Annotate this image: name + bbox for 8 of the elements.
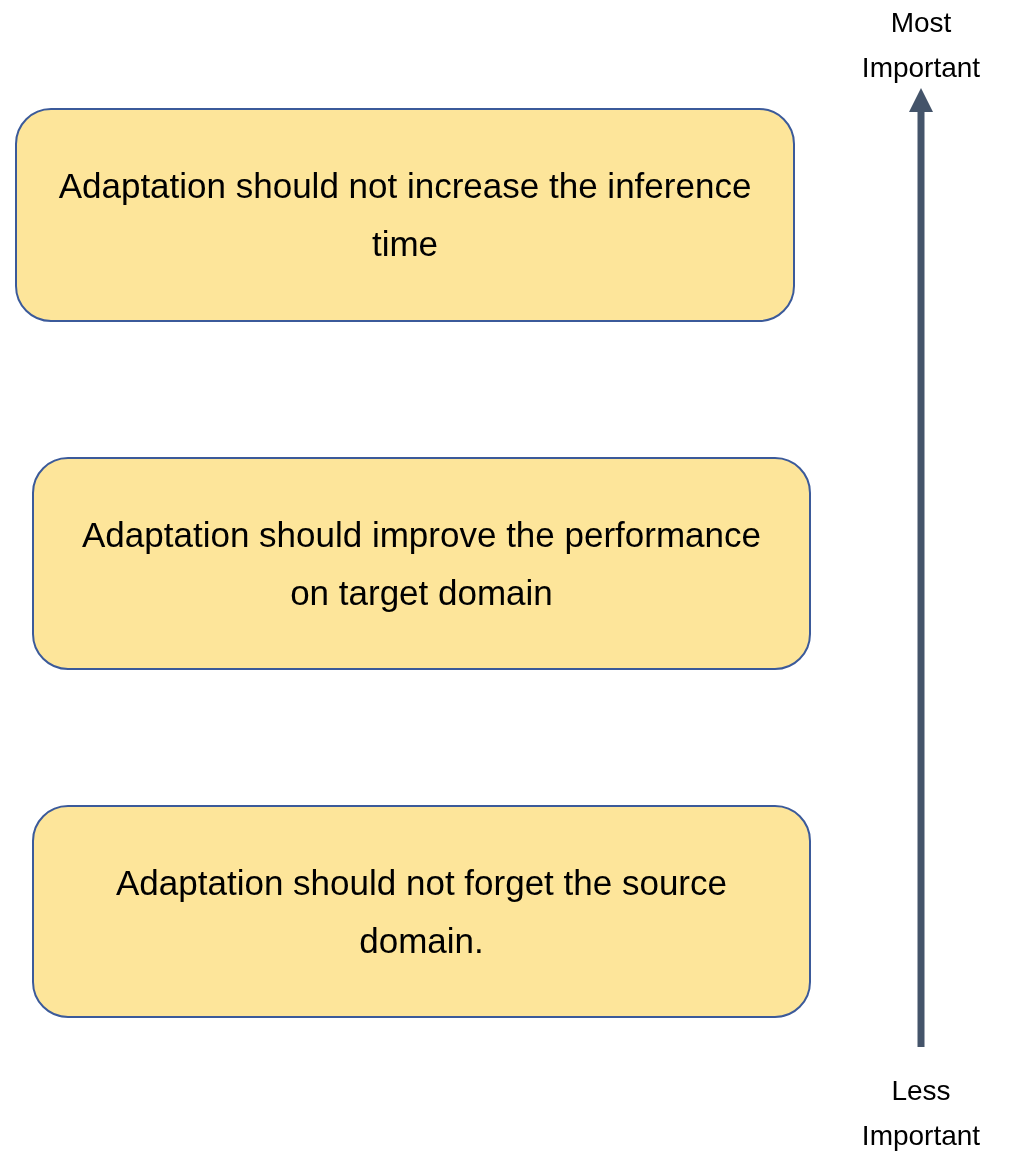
- statement-text: Adaptation should not increase the inference time: [57, 165, 753, 265]
- statement-box: [32, 457, 811, 670]
- statement-box: [32, 805, 811, 1018]
- statement-box: [15, 108, 795, 322]
- statement-text: Adaptation should improve the performance on target domain: [81, 513, 762, 614]
- statement-text: Adaptation should not forget the source domain.: [115, 861, 728, 962]
- scale-label: Most Important: [860, 6, 982, 85]
- scale-label: Less Important: [860, 1074, 982, 1151]
